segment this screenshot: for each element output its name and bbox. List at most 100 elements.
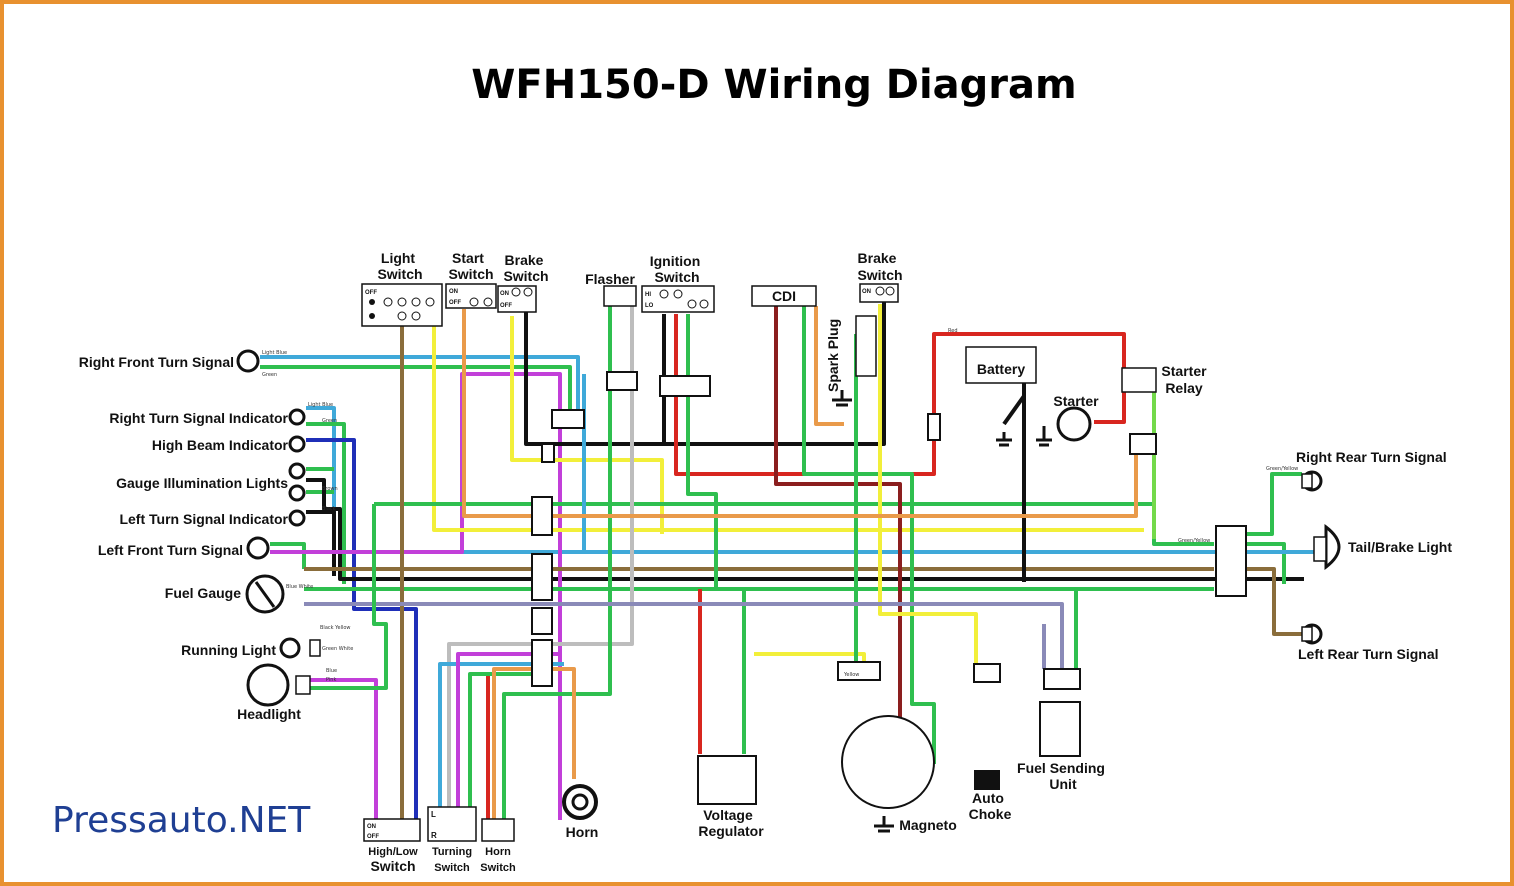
fuel-gauge-needle xyxy=(254,581,276,608)
start-switch-on: ON xyxy=(449,289,458,295)
wire-purple-hl xyxy=(310,678,378,819)
bottom-switches xyxy=(363,806,515,842)
fuel-sending-unit-label-2: Unit xyxy=(1049,776,1077,792)
wire-black-gauge xyxy=(306,478,1304,581)
switch-dots xyxy=(369,299,375,319)
brake-switch-right-label-1: Brake xyxy=(858,250,897,266)
high-low-switch-label-2: Switch xyxy=(370,858,415,874)
starter-motor xyxy=(1056,406,1092,442)
right-turn-indicator-bulb xyxy=(288,408,306,426)
connector-rear xyxy=(1215,525,1247,597)
connector-block-1 xyxy=(531,496,553,536)
running-light-bulb xyxy=(279,637,301,659)
rear-lamps xyxy=(1301,470,1341,645)
wire-yellow-2 xyxy=(510,316,664,534)
voltage-regulator-label-2: Regulator xyxy=(698,823,764,839)
page-title: WFH150-D Wiring Diagram xyxy=(471,62,1076,108)
horn-switch-label-1: Horn xyxy=(485,846,511,858)
brake-switch-right-label-2: Switch xyxy=(857,267,902,283)
wire-label-blue-white: Blue White xyxy=(286,584,313,590)
brake-switch-off: OFF xyxy=(500,303,512,309)
ignition-hi: HI xyxy=(645,292,651,298)
wire-label-brown: Brown xyxy=(322,486,338,492)
turning-switch-label-1: Turning xyxy=(432,846,472,858)
high-beam-indicator-bulb xyxy=(288,435,306,453)
turning-switch-box xyxy=(427,806,477,842)
brake-switch-on: ON xyxy=(500,291,509,297)
spark-plug-label: Spark Plug xyxy=(825,319,841,392)
connector-top-1 xyxy=(551,409,585,429)
wire-red-ign xyxy=(674,314,1126,476)
light-switch-label-2: Switch xyxy=(377,266,422,282)
wire-label-blue: Blue xyxy=(326,668,337,674)
switch-markings: OFF ON OFF ON OFF HI LO ON ON OFF L R xyxy=(365,289,871,840)
left-front-turn-signal-bulb xyxy=(246,536,270,560)
wire-green-lfts xyxy=(270,542,306,569)
start-switch-label-2: Switch xyxy=(448,266,493,282)
light-switch-label-1: Light xyxy=(381,250,416,266)
turning-switch-label-2: Switch xyxy=(434,862,470,874)
left-turn-signal-indicator-label: Left Turn Signal Indicator xyxy=(119,511,288,527)
wire-label-light-blue-2: Light Blue xyxy=(308,402,333,408)
wire-black-starter xyxy=(1002,349,1026,582)
wire-black-lti xyxy=(306,510,336,576)
tail-brake-light-lens xyxy=(1324,523,1341,571)
voltage-regulator-box xyxy=(697,755,757,805)
wire-label-red: Red xyxy=(948,328,958,334)
starter-relay-label-1: Starter xyxy=(1161,363,1207,379)
connector-ign xyxy=(659,375,711,397)
wire-label-green-yellow: Green/Yellow xyxy=(1266,466,1298,472)
fuel-gauge-label: Fuel Gauge xyxy=(165,585,241,601)
auto-choke-label-1: Auto xyxy=(972,790,1004,806)
wire-label-green-white: Green White xyxy=(322,646,353,652)
wire-label-green-2: Green xyxy=(322,418,337,424)
wire-label-black: Black xyxy=(322,506,336,512)
wire-green-hl xyxy=(310,504,388,690)
battery-box xyxy=(965,346,1037,384)
spark-plug-cap xyxy=(855,315,877,377)
battery-label: Battery xyxy=(977,361,1025,377)
wire-label-pink: Pink xyxy=(326,677,336,683)
light-switch-off: OFF xyxy=(365,290,377,296)
wire-black-brake xyxy=(524,300,886,446)
horn-label: Horn xyxy=(566,824,599,840)
voltage-regulator-label-1: Voltage xyxy=(703,807,753,823)
headlight-label: Headlight xyxy=(237,706,301,722)
left-turn-indicator-bulb xyxy=(288,509,306,527)
connector-small xyxy=(541,443,555,463)
fuse xyxy=(927,413,941,441)
wire-green-rear2 xyxy=(1244,542,1286,584)
wire-green-cdi xyxy=(802,306,936,764)
fuel-sending-unit-body xyxy=(1039,701,1081,757)
wiring-diagram: WFH150-D Wiring Diagram Pressauto.NET Li… xyxy=(52,62,1452,874)
magneto-label: Magneto xyxy=(899,817,957,833)
wire-light-blue-main xyxy=(306,406,1304,554)
wire-light-blue-ts xyxy=(438,662,564,819)
connector-block-4 xyxy=(531,639,553,687)
auto-choke-body xyxy=(974,770,1000,790)
headlight-plug xyxy=(295,675,311,695)
high-low-switch-label-1: High/Low xyxy=(368,846,418,858)
gauge-light-1 xyxy=(288,462,306,480)
horn-center xyxy=(571,793,589,811)
wire-green-rear xyxy=(1244,472,1302,536)
start-switch-label-1: Start xyxy=(452,250,484,266)
wire-green-rfts xyxy=(260,365,572,412)
wire-blue-fuel xyxy=(304,602,1064,669)
wire-purple-ts xyxy=(456,652,560,819)
left-rear-turn-signal-label: Left Rear Turn Signal xyxy=(1298,646,1439,662)
wire-light-blue-rfts xyxy=(260,355,580,412)
wire-green-long xyxy=(374,502,1214,546)
left-lamps xyxy=(236,349,306,707)
switch-terminals xyxy=(383,286,895,321)
wire-orange-cdi xyxy=(814,306,844,426)
flasher-label: Flasher xyxy=(585,271,635,287)
wire-darkred-cdi xyxy=(774,306,902,804)
brake-right-on: ON xyxy=(862,289,871,295)
wire-yellow-reg xyxy=(754,652,866,664)
connector-relay xyxy=(1129,433,1157,455)
wire-blue-highbeam xyxy=(306,438,418,819)
gauge-illumination-label: Gauge Illumination Lights xyxy=(116,475,288,491)
wire-label-green: Green xyxy=(262,372,277,378)
